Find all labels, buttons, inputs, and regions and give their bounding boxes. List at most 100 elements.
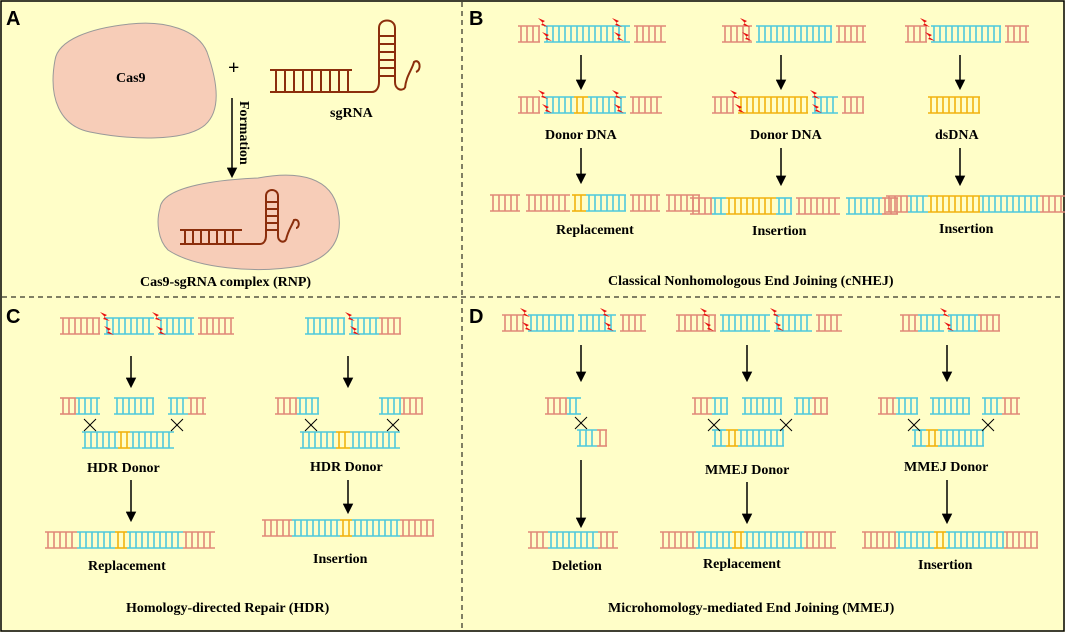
dna-segment — [886, 195, 908, 213]
dna-segment — [45, 531, 77, 549]
dna-segment — [804, 531, 836, 549]
dna-segment — [305, 317, 345, 335]
markers — [83, 18, 995, 529]
cross-line — [779, 418, 793, 432]
dna-segment — [262, 519, 292, 537]
dna-segment — [690, 197, 712, 215]
b-title: Classical Nonhomologous End Joining (cNH… — [608, 274, 894, 289]
bound-sgrna — [180, 189, 300, 245]
c-title: Homology-directed Repair (HDR) — [126, 601, 330, 616]
dna-segment — [812, 96, 838, 114]
dna-segment — [630, 96, 662, 114]
formation-label: Formation — [236, 101, 251, 165]
dna-segment — [340, 519, 352, 537]
cross-line — [304, 418, 318, 432]
dna-segment — [300, 431, 336, 449]
plus-sign: + — [228, 57, 239, 79]
dna-segment — [198, 317, 234, 335]
dna-segment — [900, 314, 918, 332]
dna-segment — [934, 531, 946, 549]
dna-segment — [908, 195, 928, 213]
dna-segment — [349, 317, 379, 335]
dna-segment — [490, 194, 520, 212]
dna-segment — [630, 194, 660, 212]
d-title: Microhomology-mediated End Joining (MMEJ… — [608, 601, 895, 616]
dna-segment — [842, 96, 864, 114]
dna-segment — [726, 429, 738, 447]
dna-segment — [188, 397, 206, 415]
dna-segment — [634, 25, 666, 43]
dna-segment — [712, 397, 728, 415]
dna-segment — [896, 397, 918, 415]
dna-segment — [545, 397, 567, 415]
dna-segment — [862, 531, 896, 549]
d3-donor-label: MMEJ Donor — [904, 460, 988, 475]
dna-segment — [948, 314, 978, 332]
dna-segment — [712, 197, 726, 215]
dna-segment — [183, 531, 215, 549]
dna-segment — [1005, 25, 1029, 43]
dna-segment — [502, 314, 524, 332]
dna-segment — [930, 397, 970, 415]
dna-segment — [905, 25, 927, 43]
c2-result-label: Insertion — [313, 552, 368, 567]
dna-segment — [878, 397, 896, 415]
cross-icon — [779, 418, 793, 432]
cross-line — [170, 418, 184, 432]
dna-segment — [1004, 531, 1038, 549]
dna-segment — [577, 429, 597, 447]
dna-segment — [722, 25, 752, 43]
panel-c: HDR Donor HDR Donor Replacement Insertio… — [87, 460, 383, 616]
dna-segment — [712, 429, 726, 447]
dna-segment — [76, 397, 100, 415]
b3-dsdna-label: dsDNA — [935, 128, 979, 143]
dna-segment — [292, 519, 340, 537]
dna-segment — [926, 429, 938, 447]
dna-segment — [567, 397, 581, 415]
dna-segment — [774, 314, 812, 332]
dna-segment — [548, 531, 598, 549]
dna-segment — [931, 25, 1001, 43]
cross-icon — [170, 418, 184, 432]
dna-segment — [978, 314, 1000, 332]
dna-segment — [118, 431, 130, 449]
dna-segment — [336, 431, 350, 449]
b2-donor-label: Donor DNA — [750, 128, 823, 143]
panel-label-b: B — [469, 8, 483, 30]
dna-segment — [796, 197, 840, 215]
c1-result-label: Replacement — [88, 559, 166, 574]
dna-segment — [928, 96, 980, 114]
dna-segment — [938, 429, 984, 447]
panel-label-a: A — [6, 8, 20, 30]
dna-segment — [712, 96, 734, 114]
dna-segment — [60, 397, 76, 415]
b1-donor-label: Donor DNA — [545, 128, 618, 143]
dna-segment — [742, 397, 782, 415]
dna-segment — [946, 531, 1004, 549]
dna-segment — [114, 397, 154, 415]
cross-icon — [304, 418, 318, 432]
dna-segment — [158, 317, 194, 335]
dna-segment — [980, 195, 1040, 213]
lightning-icon — [100, 312, 110, 321]
dna-segment — [597, 429, 607, 447]
dna-segment — [982, 397, 1002, 415]
dna-segment — [918, 314, 944, 332]
d2-result-label: Replacement — [703, 557, 781, 572]
dna-segment — [912, 429, 926, 447]
dna-segment — [115, 531, 127, 549]
dna-segment — [130, 431, 174, 449]
panel-label-c: C — [6, 306, 20, 328]
dna-segment — [528, 314, 574, 332]
dna-segment — [297, 397, 319, 415]
c1-donor-label: HDR Donor — [87, 461, 160, 476]
dna-segment — [352, 519, 400, 537]
dna-segment — [738, 96, 808, 114]
panel-label-d: D — [469, 306, 483, 328]
dna-segment — [660, 531, 696, 549]
dna-segment — [738, 429, 784, 447]
cross-icon — [574, 416, 588, 430]
cross-icon — [981, 418, 995, 432]
dna-segment — [1040, 195, 1065, 213]
